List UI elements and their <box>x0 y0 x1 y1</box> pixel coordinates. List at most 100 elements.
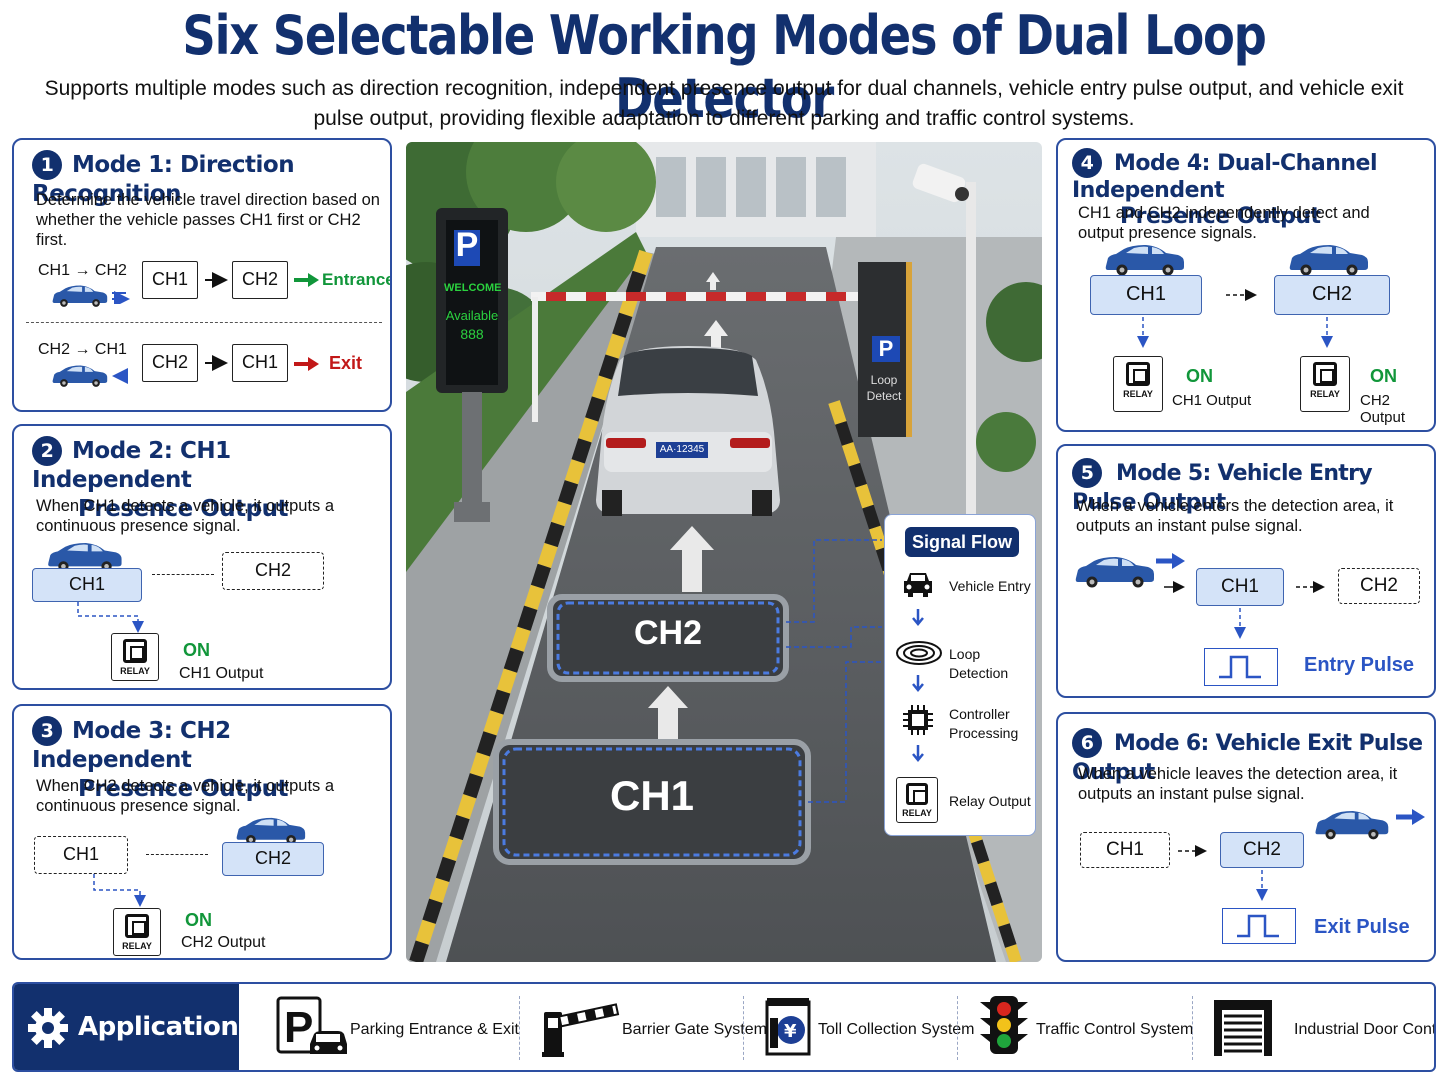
divider <box>26 322 382 323</box>
relay-icon: RELAY <box>113 908 161 956</box>
mode2-ch-active: CH1 <box>32 568 142 602</box>
app-label: Industrial Door Control <box>1294 1021 1436 1038</box>
mode3-ch-active: CH2 <box>222 842 324 876</box>
mode5-ch-idle: CH2 <box>1338 568 1420 604</box>
separator <box>519 996 520 1060</box>
mode1-row1-from: CH1 <box>142 261 198 299</box>
car-icon <box>1105 245 1184 276</box>
motion-arrow-icon <box>112 368 128 384</box>
mode1-row1-to: CH2 <box>232 261 288 299</box>
loop-ch1-label: CH1 <box>609 772 695 819</box>
applications-bar: Applications: P Parking Entrance & Exit … <box>12 982 1436 1072</box>
mode6-number: 6 <box>1072 728 1102 758</box>
barrier-gate-icon <box>542 1003 620 1057</box>
exit-arrow-icon <box>1396 809 1425 825</box>
arrow-right-icon <box>205 355 228 371</box>
mode6-desc: When a vehicle leaves the detection area… <box>1078 765 1398 803</box>
signal-link <box>93 874 146 907</box>
app-label: Barrier Gate System <box>622 1021 767 1038</box>
traffic-light-icon <box>980 996 1028 1054</box>
mode3-ch-idle: CH1 <box>34 836 128 874</box>
app-label: Parking Entrance & Exit <box>350 1021 519 1038</box>
car-icon <box>52 365 108 387</box>
kiosk-label-2: Detect <box>866 389 902 403</box>
mode1-row2-label: CH2 → CH1 <box>38 341 127 358</box>
mode4-ch-a: CH1 <box>1090 275 1202 315</box>
mode3-desc: When CH2 detects a vehicle, it outputs a… <box>36 777 335 815</box>
mode2-desc: When CH1 detects a vehicle, it outputs a… <box>36 497 335 535</box>
separator <box>1192 996 1193 1060</box>
mode4-on-b: ON <box>1370 366 1397 386</box>
kiosk-p-icon: P <box>878 336 894 361</box>
sign-available: Available <box>445 308 499 323</box>
relay-icon: RELAY <box>1300 356 1350 412</box>
mode1-number: 1 <box>32 150 62 180</box>
mode3-on: ON <box>185 910 212 930</box>
signal-link <box>1256 870 1268 901</box>
mode1-row2-to: CH1 <box>232 344 288 382</box>
gear-icon <box>28 1008 68 1048</box>
loop-ch2-label: CH2 <box>633 614 703 652</box>
app-label: Toll Collection System <box>818 1021 975 1038</box>
kiosk-label-1: Loop <box>870 373 898 387</box>
separator <box>957 996 958 1060</box>
step-vehicle-entry: Vehicle Entry <box>949 578 1031 594</box>
signal-link <box>77 602 144 633</box>
svg-text:P: P <box>284 1003 313 1052</box>
arrow-down-icon <box>912 675 924 692</box>
parking-icon: P <box>276 996 347 1054</box>
license-plate: AA·12345 <box>659 444 705 455</box>
signal-link <box>1321 317 1333 348</box>
svg-text:¥: ¥ <box>784 1021 797 1042</box>
mode4-on-a: ON <box>1186 366 1213 386</box>
loop-detection-icon <box>896 641 942 665</box>
mode4-number: 4 <box>1072 148 1102 178</box>
sign-welcome: WELCOME <box>444 282 502 294</box>
page-title: Six Selectable Working Modes of Dual Loo… <box>182 4 1266 130</box>
app-toll: ¥ Toll Collection System <box>762 984 975 1070</box>
car-icon <box>52 285 108 307</box>
mode2-on: ON <box>183 640 210 660</box>
mode1-entrance-label: Entrance <box>322 270 392 289</box>
relay-icon: RELAY <box>896 777 938 823</box>
signal-flow-panel: Signal Flow Vehicle Entry Loop Detection… <box>884 514 1036 836</box>
mode5-desc: When a vehicle enters the detection area… <box>1076 497 1394 535</box>
mode4-output-a: CH1 Output <box>1172 392 1252 409</box>
applications-title: Applications: <box>78 1012 264 1042</box>
car-icon <box>1315 811 1389 840</box>
green-arrow-icon <box>294 273 319 287</box>
relay-icon: RELAY <box>111 633 159 681</box>
arrow-right-icon <box>205 272 228 288</box>
mode4-desc: CH1 and CH2 independently detect and out… <box>1078 204 1370 242</box>
car <box>596 346 780 516</box>
app-parking: P Parking Entrance & Exit <box>272 984 519 1070</box>
dashed-arrow-icon <box>1296 581 1325 593</box>
pulse-wave-icon <box>1222 908 1296 944</box>
mode3-number: 3 <box>32 716 62 746</box>
dashed-arrow-icon <box>1178 845 1207 857</box>
entry-arrow-icon <box>1156 553 1185 569</box>
mode4-ch-b: CH2 <box>1274 275 1390 315</box>
separator <box>743 996 744 1060</box>
vehicle-entry-icon <box>904 573 932 597</box>
mode6-ch-idle: CH1 <box>1080 832 1170 868</box>
industrial-door-icon <box>1214 1000 1272 1056</box>
arrow-down-icon <box>912 609 924 626</box>
sign-count: 888 <box>460 326 484 342</box>
signal-link <box>1137 317 1149 348</box>
mode2-number: 2 <box>32 436 62 466</box>
car-icon <box>236 817 306 845</box>
app-barrier: Barrier Gate System <box>538 984 767 1070</box>
mode1-desc: Determine the vehicle travel direction b… <box>36 191 380 249</box>
mode6-pulse-label: Exit Pulse <box>1314 916 1410 938</box>
dashed-link <box>146 854 208 855</box>
